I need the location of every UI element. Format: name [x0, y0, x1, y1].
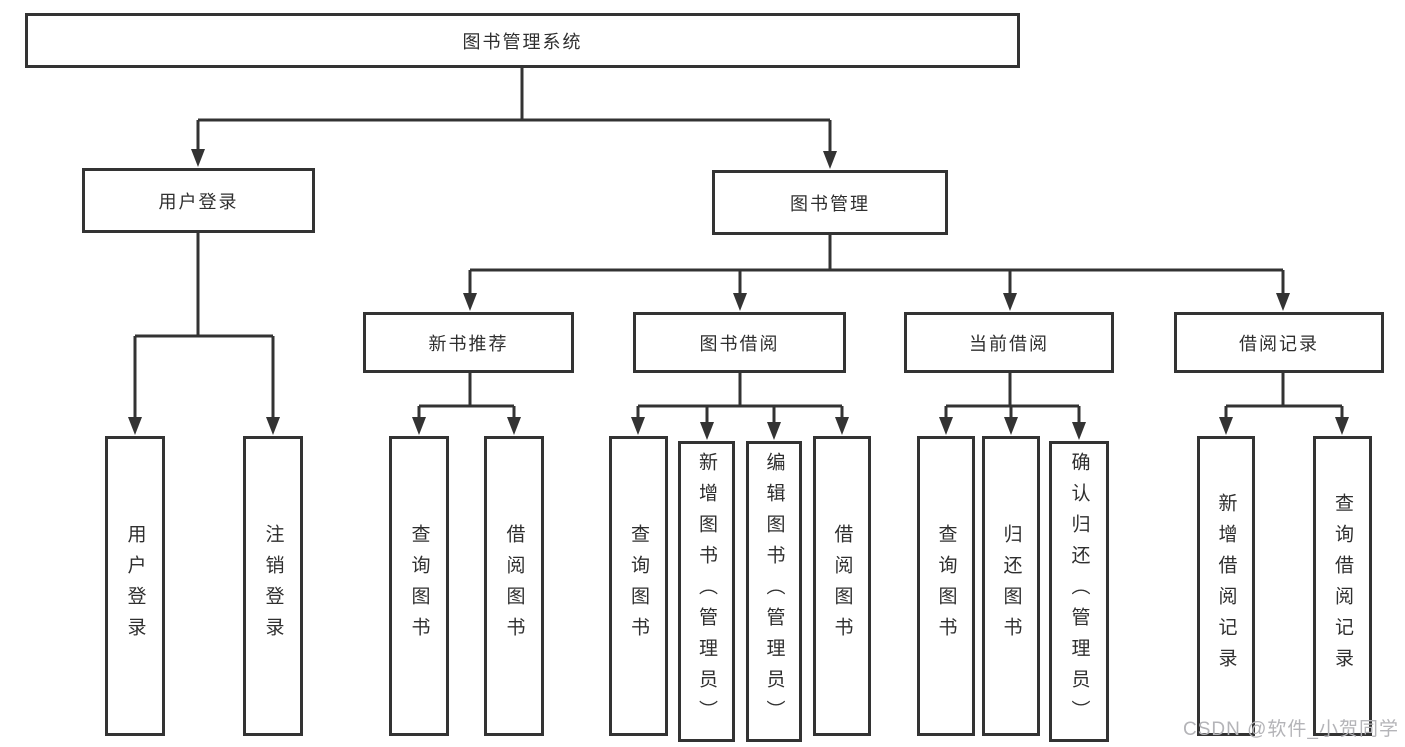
node-label: 新增图书（管理员） — [696, 452, 717, 731]
node-user-login-module: 用户登录 — [82, 168, 315, 233]
leaf-logout: 注销登录 — [243, 436, 303, 736]
leaf-borrow-books-recommend: 借阅图书 — [484, 436, 544, 736]
leaf-query-books-recommend: 查询图书 — [389, 436, 449, 736]
node-label: 注销登录 — [262, 524, 284, 648]
node-label: 查询图书 — [935, 524, 957, 648]
node-label: 查询图书 — [628, 524, 649, 648]
node-label: 编辑图书（管理员） — [763, 452, 785, 731]
leaf-user-login: 用户登录 — [105, 436, 165, 736]
leaf-add-book-admin: 新增图书（管理员） — [678, 441, 735, 742]
node-label: 用户登录 — [124, 524, 146, 648]
node-label: 确认归还（管理员） — [1068, 452, 1090, 731]
node-library-management-system: 图书管理系统 — [25, 13, 1020, 68]
leaf-query-borrow-record: 查询借阅记录 — [1313, 436, 1372, 736]
node-current-borrowing: 当前借阅 — [904, 312, 1114, 373]
node-label: 当前借阅 — [969, 333, 1049, 354]
node-label: 新书推荐 — [428, 333, 509, 354]
node-label: 借阅图书 — [503, 524, 525, 648]
node-borrowing-records: 借阅记录 — [1174, 312, 1384, 373]
leaf-add-borrow-record: 新增借阅记录 — [1197, 436, 1255, 736]
leaf-query-books-borrowing: 查询图书 — [609, 436, 668, 736]
leaf-query-books-current: 查询图书 — [917, 436, 975, 736]
node-label: 查询借阅记录 — [1332, 493, 1353, 679]
node-label: 图书管理系统 — [462, 31, 583, 52]
node-label: 图书借阅 — [699, 333, 780, 354]
node-label: 归还图书 — [1000, 524, 1022, 648]
node-label: 图书管理 — [790, 193, 870, 214]
leaf-return-books: 归还图书 — [982, 436, 1040, 736]
node-label: 新增借阅记录 — [1215, 493, 1237, 679]
leaf-confirm-return-admin: 确认归还（管理员） — [1049, 441, 1109, 742]
node-book-management-module: 图书管理 — [712, 170, 948, 235]
leaf-borrow-books-borrowing: 借阅图书 — [813, 436, 871, 736]
node-book-borrowing: 图书借阅 — [633, 312, 846, 373]
node-label: 查询图书 — [408, 524, 430, 648]
node-label: 借阅图书 — [831, 524, 853, 648]
csdn-watermark: CSDN @软件_小贺同学 — [1183, 719, 1399, 740]
node-new-book-recommend: 新书推荐 — [363, 312, 574, 373]
node-label: 用户登录 — [158, 191, 239, 212]
node-label: 借阅记录 — [1239, 333, 1319, 354]
leaf-edit-book-admin: 编辑图书（管理员） — [746, 441, 802, 742]
